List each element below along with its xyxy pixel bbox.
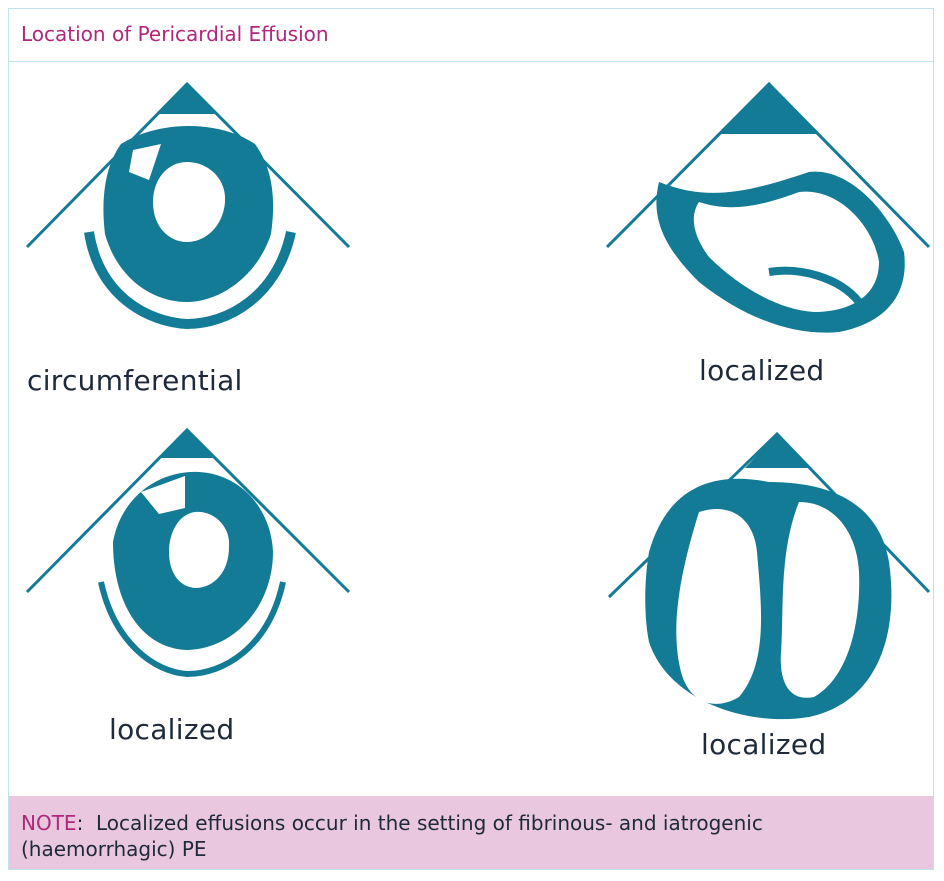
panel-label-localized-2: localized [109,713,234,746]
panel-localized-illustration-1 [607,84,929,333]
effusion-card: Location of Pericardial Effusion [8,8,934,870]
note-label: NOTE [21,811,77,835]
panel-circumferential-illustration [27,84,349,324]
effusion-illustrations [9,62,933,796]
card-header: Location of Pericardial Effusion [9,9,933,62]
panel-label-localized-3: localized [701,728,826,761]
panel-localized-illustration-2 [27,430,349,674]
note-box: NOTE: Localized effusions occur in the s… [9,796,933,869]
panel-label-circumferential: circumferential [27,364,243,397]
note-colon: : [77,811,96,835]
note-text: Localized effusions occur in the setting… [21,811,763,861]
panel-localized-illustration-3 [609,434,929,719]
card-title: Location of Pericardial Effusion [21,22,329,46]
effusion-diagram: circumferential localized localized loca… [9,62,933,796]
panel-label-localized-1: localized [699,354,824,387]
